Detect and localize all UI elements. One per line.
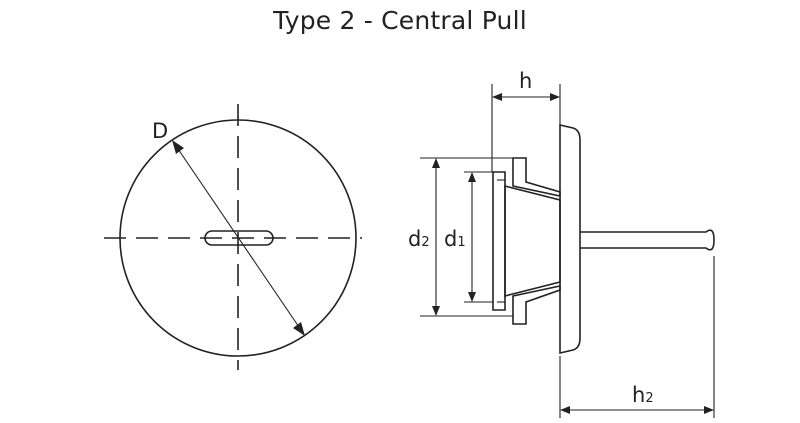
d1-arrow-top (468, 172, 476, 182)
h-arrow-left (492, 93, 502, 101)
front-view: D (104, 104, 362, 370)
d2-arrow-bottom (432, 306, 440, 316)
diagram-title: Type 2 - Central Pull (273, 6, 527, 35)
d2-label: d2 (408, 227, 430, 251)
h-label: h (519, 69, 532, 93)
d1-label: d1 (444, 227, 466, 251)
d2-arrow-top (432, 158, 440, 168)
cone-body (504, 184, 561, 298)
side-view: h d2 d1 h2 (408, 69, 715, 418)
diameter-arrow-bottom (293, 322, 305, 336)
h-arrow-right (550, 93, 560, 101)
back-lip (492, 171, 506, 311)
h2-arrow-right (704, 406, 714, 414)
diameter-line (175, 145, 302, 331)
ring-upper (512, 157, 561, 197)
ring-lower (512, 285, 561, 325)
d1-arrow-bottom (468, 292, 476, 302)
flange-plate (559, 123, 581, 355)
h2-label: h2 (632, 383, 654, 407)
pull-stem (580, 229, 715, 251)
diameter-label: D (152, 119, 168, 143)
center-slot (204, 230, 274, 246)
h2-arrow-left (560, 406, 570, 414)
diameter-arrow-top (172, 140, 184, 154)
